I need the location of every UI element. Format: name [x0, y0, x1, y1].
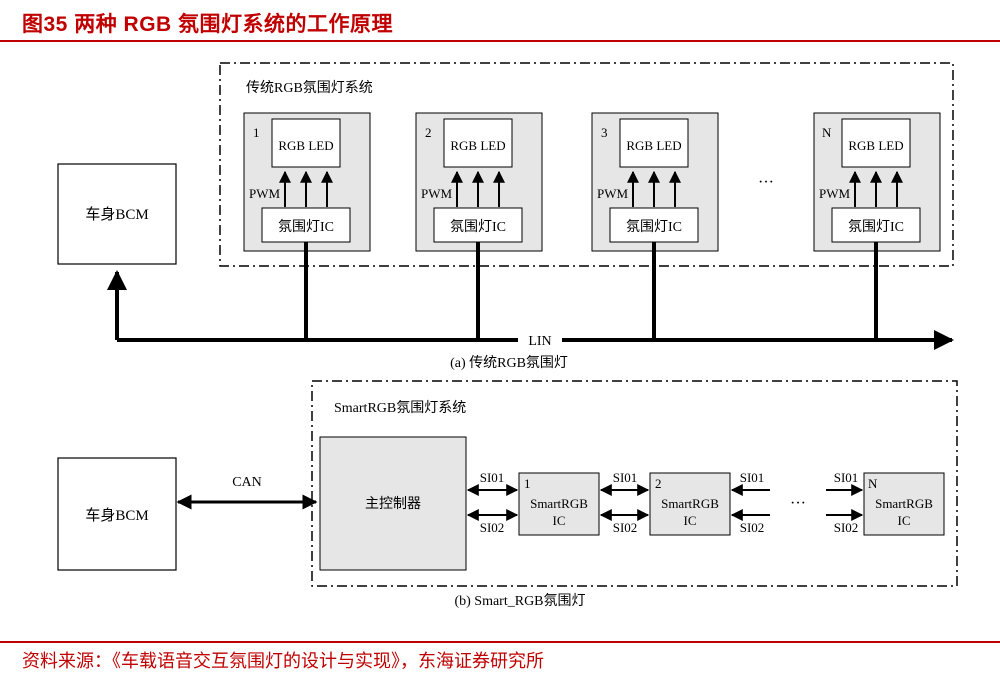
- module-index: 3: [601, 125, 608, 140]
- main-controller: [319, 436, 467, 571]
- pwm-label: PWM: [421, 186, 453, 201]
- rgb-led-label: RGB LED: [848, 138, 903, 153]
- pwm-label: PWM: [819, 186, 851, 201]
- ambient-ic-label: 氛围灯IC: [450, 219, 506, 235]
- si02-label: SI02: [834, 520, 859, 535]
- ambient-ic-label: 氛围灯IC: [626, 219, 682, 235]
- si-link-1: SI01 SI02: [466, 470, 519, 535]
- module-index: N: [822, 125, 832, 140]
- smartrgb-frame: [311, 380, 958, 587]
- bcm-label-top: 车身BCM: [85, 206, 148, 223]
- smartrgb-chip-2: 2 SmartRGB IC: [649, 472, 731, 536]
- traditional-frame: [219, 62, 954, 267]
- svg-text:SmartRGB: SmartRGB: [661, 496, 719, 511]
- si01-label: SI01: [480, 470, 505, 485]
- lin-bus: LIN: [107, 242, 954, 350]
- rgb-led-label: RGB LED: [450, 138, 505, 153]
- si01-label: SI01: [834, 470, 859, 485]
- rgb-led-label: RGB LED: [278, 138, 333, 153]
- si02-label: SI02: [740, 520, 765, 535]
- si-link-3: SI01 SI02: [730, 470, 770, 535]
- caption-smartrgb: (b) Smart_RGB氛围灯: [454, 593, 585, 609]
- main-controller-label: 主控制器: [365, 496, 421, 512]
- pwm-label: PWM: [597, 186, 629, 201]
- svg-text:1: 1: [524, 476, 531, 491]
- svg-text:IC: IC: [898, 513, 911, 528]
- si01-label: SI01: [740, 470, 765, 485]
- smartrgb-chip-1: 1 SmartRGB IC: [518, 472, 600, 536]
- rgb-module-3: 3 RGB LED PWM 氛围灯IC: [591, 112, 719, 252]
- bcm-box-bottom: [57, 457, 177, 571]
- rgb-module-n: N RGB LED PWM 氛围灯IC: [813, 112, 941, 252]
- si01-label: SI01: [613, 470, 638, 485]
- source-note: 资料来源：《车载语音交互氛围灯的设计与实现》，东海证券研究所: [22, 651, 544, 671]
- chip-ellipsis: ···: [790, 495, 806, 512]
- module-index: 1: [253, 125, 260, 140]
- svg-text:SmartRGB: SmartRGB: [530, 496, 588, 511]
- figure-title: 图35 两种 RGB 氛围灯系统的工作原理: [22, 13, 394, 36]
- smartrgb-chip-n: N SmartRGB IC: [863, 472, 945, 536]
- bcm-box-top: [57, 163, 177, 265]
- svg-text:SmartRGB: SmartRGB: [875, 496, 933, 511]
- pwm-label: PWM: [249, 186, 281, 201]
- can-label: CAN: [232, 475, 262, 490]
- module-index: 2: [425, 125, 432, 140]
- si-link-4: SI01 SI02: [826, 470, 864, 535]
- module-ellipsis: ···: [758, 174, 774, 191]
- bcm-label-bottom: 车身BCM: [85, 507, 148, 524]
- rgb-led-label: RGB LED: [626, 138, 681, 153]
- title-rule: [0, 40, 1000, 42]
- rgb-module-1: 1 RGB LED PWM 氛围灯IC: [243, 112, 371, 252]
- si02-label: SI02: [480, 520, 505, 535]
- smartrgb-frame-title: SmartRGB氛围灯系统: [334, 400, 466, 416]
- svg-text:IC: IC: [684, 513, 697, 528]
- traditional-frame-title: 传统RGB氛围灯系统: [246, 80, 373, 96]
- svg-text:IC: IC: [553, 513, 566, 528]
- lin-label: LIN: [528, 334, 551, 349]
- caption-traditional: (a) 传统RGB氛围灯: [450, 355, 568, 371]
- svg-text:N: N: [868, 476, 878, 491]
- svg-text:2: 2: [655, 476, 662, 491]
- ambient-ic-label: 氛围灯IC: [848, 219, 904, 235]
- rgb-module-2: 2 RGB LED PWM 氛围灯IC: [415, 112, 543, 252]
- footer-rule: [0, 641, 1000, 643]
- si02-label: SI02: [613, 520, 638, 535]
- si-link-2: SI01 SI02: [599, 470, 650, 535]
- ambient-ic-label: 氛围灯IC: [278, 219, 334, 235]
